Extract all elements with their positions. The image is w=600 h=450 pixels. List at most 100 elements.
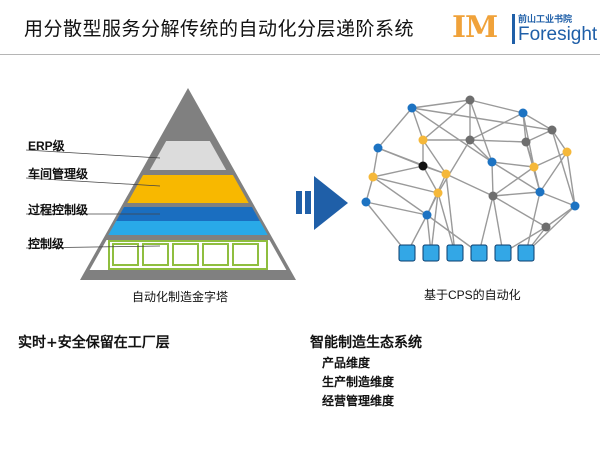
network-node — [373, 143, 383, 153]
network-node — [418, 135, 428, 145]
network-device-box — [517, 244, 535, 262]
network-edge — [469, 99, 493, 163]
ecosystem-title: 智能制造生态系统 — [310, 335, 422, 351]
header-divider — [0, 54, 600, 55]
network-edge — [469, 99, 524, 114]
control-unit-box — [142, 243, 169, 266]
network-edge — [372, 147, 379, 178]
network-edge — [491, 161, 535, 168]
network-node — [465, 135, 475, 145]
arrow-head — [314, 176, 348, 230]
arrow-segment — [305, 191, 311, 214]
network-edge — [551, 129, 576, 207]
control-unit-box — [172, 243, 199, 266]
network-edge — [491, 161, 494, 197]
network-edge — [539, 191, 576, 207]
control-band-frame — [108, 240, 268, 270]
network-edge — [533, 151, 568, 168]
logo-cn-text: 前山工业书院 — [518, 15, 573, 25]
level-leader-line — [25, 245, 161, 249]
logo: IM 前山工业书院 Foresight — [452, 10, 597, 50]
network-edge — [372, 165, 424, 178]
network-node — [465, 95, 475, 105]
level-leader-line — [25, 177, 161, 187]
level-label-erp: ERP级 — [28, 139, 65, 153]
network-edge — [445, 173, 456, 254]
network-edge — [522, 112, 553, 131]
network-edge — [491, 161, 541, 193]
network-edge — [469, 139, 493, 163]
page-title: 用分散型服务分解传统的自动化分层递阶系统 — [24, 18, 415, 40]
left-statement: 实时+安全保留在工厂层 — [18, 335, 170, 351]
level-label-process-control: 过程控制级 — [28, 203, 89, 217]
network-edge — [492, 191, 541, 197]
network-node — [562, 147, 572, 157]
network-edge — [445, 173, 494, 197]
network-edge — [411, 107, 553, 131]
network-node — [488, 191, 498, 201]
network-device-box — [494, 244, 512, 262]
network-device-box — [422, 244, 440, 262]
network-node — [361, 197, 371, 207]
network-node — [441, 169, 451, 179]
network-node — [368, 172, 378, 182]
network-node — [541, 222, 551, 232]
network-edge — [437, 192, 456, 254]
pyramid-band-process-sub — [108, 221, 268, 235]
network-node — [433, 188, 443, 198]
control-unit-box — [232, 243, 259, 266]
network-node — [422, 210, 432, 220]
network-edge — [430, 192, 439, 254]
ecosystem-item-management: 经营管理维度 — [322, 394, 395, 408]
network-edge — [422, 165, 439, 194]
network-edge — [411, 99, 471, 109]
network-edge — [525, 191, 541, 254]
network-edge — [545, 205, 576, 228]
network-edge — [422, 99, 471, 141]
network-edge — [426, 214, 480, 254]
ecosystem-item-manufacturing: 生产制造维度 — [322, 375, 395, 389]
network-edge — [422, 139, 447, 175]
logo-bar — [512, 14, 515, 44]
network-edge — [372, 176, 428, 216]
network-caption: 基于CPS的自动化 — [424, 288, 521, 302]
network-edge — [411, 107, 493, 163]
control-unit-box — [202, 243, 229, 266]
control-unit-box — [112, 243, 139, 266]
network-edge — [525, 205, 576, 254]
network-edge — [525, 129, 553, 143]
network-node — [418, 161, 428, 171]
network-edge — [411, 107, 424, 141]
network-edge — [469, 139, 527, 143]
pyramid-band-workshop — [127, 175, 249, 203]
network-edge — [492, 195, 504, 254]
network-device-box — [398, 244, 416, 262]
pyramid-band-erp — [149, 141, 227, 170]
network-node — [407, 103, 417, 113]
network-edge — [478, 195, 494, 254]
pyramid-band-process-control — [116, 207, 260, 221]
network-node — [535, 187, 545, 197]
logo-mark: IM — [452, 10, 498, 45]
network-edge — [492, 166, 535, 197]
level-leader-line — [25, 149, 161, 159]
network-edge — [377, 107, 413, 149]
network-edge — [377, 147, 447, 175]
pyramid-caption: 自动化制造金字塔 — [132, 290, 229, 304]
logo-en-text: Foresight — [518, 24, 598, 45]
network-edge — [365, 201, 408, 254]
arrow-segment — [296, 191, 302, 214]
level-label-control: 控制级 — [28, 237, 65, 251]
network-edge — [539, 151, 568, 193]
network-device-box — [470, 244, 488, 262]
network-edge — [437, 139, 471, 194]
network-node — [521, 137, 531, 147]
network-edge — [365, 201, 428, 216]
network-edge — [566, 151, 576, 207]
network-edge — [492, 195, 547, 228]
network-node — [570, 201, 580, 211]
network-node — [547, 125, 557, 135]
network-edge — [372, 176, 439, 194]
network-node — [529, 162, 539, 172]
